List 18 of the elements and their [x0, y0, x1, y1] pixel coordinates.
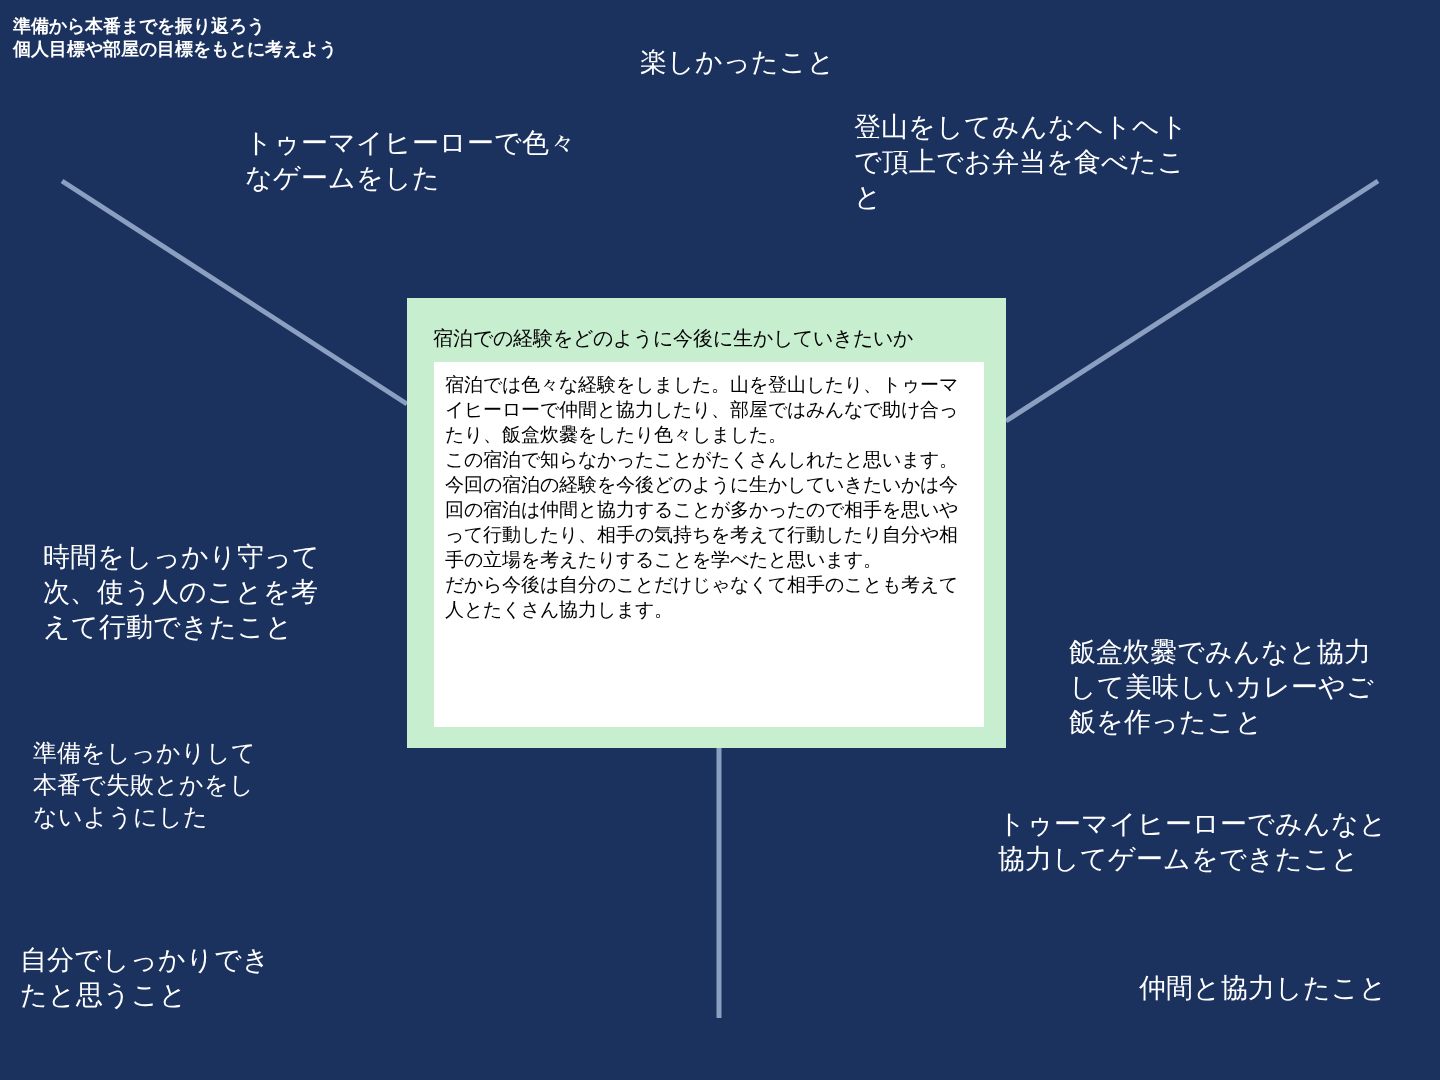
- instruction-text: 個人目標や部屋の目標をもとに考えよう: [13, 38, 337, 60]
- question-card: [407, 298, 1006, 748]
- instruction-text: 準備から本番までを振り返ろう: [13, 15, 265, 37]
- body-paragraph: 今回の宿泊の経験を今後どのように生かしていきたいかは今回の宿泊は仲間と協力することが多かったので相手を思いやって行動したり、相手の気持ちを考えて行動したり自分や相手の立場を考えたりすることを学べたと思います。: [445, 473, 959, 572]
- body-paragraph: だから今後は自分のことだけじゃなくて相手のことも考えて人とたくさん協力します。: [445, 573, 959, 622]
- note-text: 自分でしっかりできたと思うこと: [20, 943, 271, 1012]
- text-panel: [434, 362, 984, 727]
- card-heading: 宿泊での経験をどのように今後に生かしていきたいか: [433, 325, 913, 352]
- note-text: 時間をしっかり守って次、使う人のことを考えて行動できたこと: [43, 540, 321, 644]
- note-text: 仲間と協力したこと: [1139, 971, 1387, 1005]
- note-text: 準備をしっかりして本番で失敗とかをしないようにした: [33, 738, 257, 833]
- note-text: トゥーマイヒーローでみんなと協力してゲームをできたこと: [998, 807, 1388, 876]
- body-paragraph: この宿泊で知らなかったことがたくさんしれたと思います。: [445, 448, 959, 472]
- note-text: 飯盒炊爨でみんなと協力して美味しいカレーやご飯を作ったこと: [1069, 635, 1375, 739]
- note-text: トゥーマイヒーローで色々なゲームをした: [245, 126, 577, 195]
- note-text: 登山をしてみんなヘトヘトで頂上でお弁当を食べたこと: [854, 110, 1189, 214]
- body-paragraph: 宿泊では色々な経験をしました。山を登山したり、トゥーマイヒーローで仲間と協力したり、部屋ではみんなで助け合ったり、飯盒炊爨をしたり色々しました。: [445, 373, 959, 447]
- section-heading: 楽しかったこと: [640, 45, 835, 79]
